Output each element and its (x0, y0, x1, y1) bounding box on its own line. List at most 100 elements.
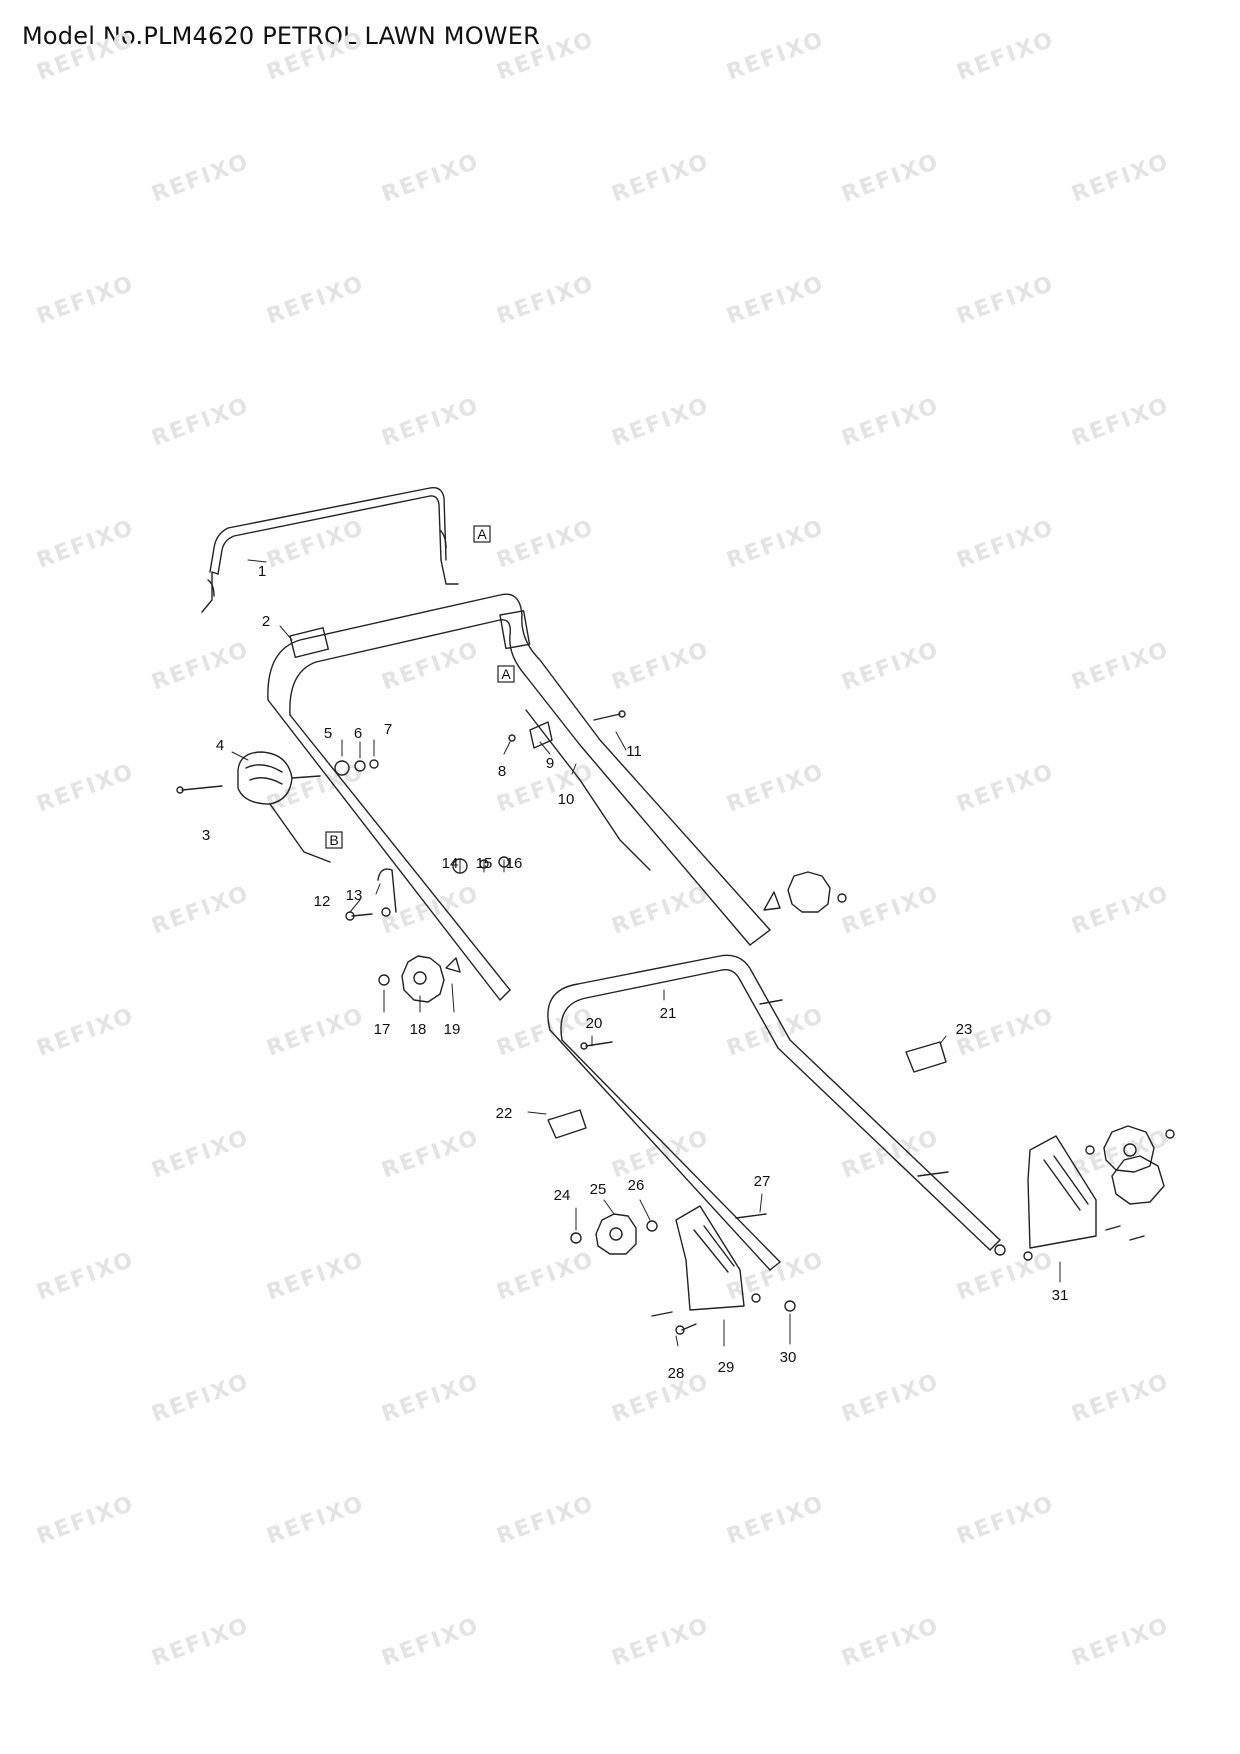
ref-box-b: B (325, 831, 343, 849)
watermark-text: REFIXO (724, 1491, 828, 1549)
watermark-text: REFIXO (609, 881, 713, 939)
watermark-text: REFIXO (264, 1491, 368, 1549)
watermark-text: REFIXO (609, 149, 713, 207)
watermark-text: REFIXO (494, 27, 598, 85)
part-label-7: 7 (384, 721, 392, 738)
nut-24 (570, 1232, 582, 1244)
washer-14 (452, 858, 468, 874)
svg-text:A: A (477, 526, 487, 542)
ref-box-a-lower: A (497, 665, 515, 683)
watermark-text: REFIXO (379, 1125, 483, 1183)
part-label-23: 23 (956, 1021, 973, 1038)
part-label-17: 17 (374, 1021, 391, 1038)
watermark-text: REFIXO (494, 515, 598, 573)
part-label-28: 28 (668, 1365, 685, 1382)
nut-30 (784, 1300, 796, 1312)
spacer-23 (905, 1041, 947, 1073)
watermark-text: REFIXO (954, 515, 1058, 573)
washer-19 (445, 957, 461, 973)
watermark-text: REFIXO (149, 881, 253, 939)
watermark-text: REFIXO (839, 149, 943, 207)
watermark-text: REFIXO (149, 1369, 253, 1427)
watermark-text: REFIXO (379, 637, 483, 695)
part-label-18: 18 (410, 1021, 427, 1038)
watermark-text: REFIXO (839, 1613, 943, 1671)
watermark-text: REFIXO (1069, 1613, 1173, 1671)
watermark-text: REFIXO (149, 637, 253, 695)
part-labels: 1 2 3 4 5 6 7 8 9 10 11 12 13 14 15 16 1… (202, 563, 1069, 1382)
watermark-text: REFIXO (34, 515, 138, 573)
clip-13 (377, 868, 397, 913)
watermark-text: REFIXO (839, 1369, 943, 1427)
watermark-text: REFIXO (609, 1613, 713, 1671)
cable (525, 709, 651, 871)
watermark-text: REFIXO (724, 27, 828, 85)
watermark-text: REFIXO (954, 27, 1058, 85)
watermark-text: REFIXO (34, 759, 138, 817)
watermark-text: REFIXO (954, 271, 1058, 329)
part-label-14: 14 (442, 855, 459, 872)
part-label-31: 31 (1052, 1287, 1069, 1304)
knob-right-lower (1103, 1125, 1155, 1173)
watermark-text: REFIXO (839, 881, 943, 939)
screw-3 (181, 785, 223, 791)
watermark-text: REFIXO (149, 149, 253, 207)
watermark-text: REFIXO (724, 1247, 828, 1305)
watermark-text: REFIXO (1069, 1369, 1173, 1427)
bolt-27 (735, 1213, 767, 1219)
watermark-text: REFIXO (149, 393, 253, 451)
watermark-text: REFIXO (724, 271, 828, 329)
part-label-8: 8 (498, 763, 506, 780)
watermark-text: REFIXO (379, 393, 483, 451)
watermark-text: REFIXO (149, 1613, 253, 1671)
nut-8 (508, 734, 516, 742)
cable-bracket (529, 721, 553, 749)
part-label-9: 9 (546, 755, 554, 772)
page-title: Model No.PLM4620 PETROL LAWN MOWER (22, 22, 540, 50)
part-label-22: 22 (496, 1105, 513, 1122)
part-label-15: 15 (476, 855, 493, 872)
bolt-20 (585, 1041, 613, 1047)
bolt-upper-right (759, 999, 783, 1005)
throttle-lever (237, 751, 331, 863)
watermark-text: REFIXO (609, 1369, 713, 1427)
part-label-5: 5 (324, 725, 332, 742)
pivot-plate-31 (917, 1129, 1175, 1261)
part-label-30: 30 (780, 1349, 797, 1366)
bolt-11 (593, 713, 621, 721)
part-label-13: 13 (346, 887, 363, 904)
watermark-text: REFIXO (494, 1003, 598, 1061)
svg-text:A: A (501, 666, 511, 682)
ref-box-a-upper: A (473, 525, 491, 543)
watermark-text: REFIXO (34, 1003, 138, 1061)
part-label-4: 4 (216, 737, 224, 754)
knob-25 (595, 1213, 637, 1255)
watermark-text: REFIXO (149, 1125, 253, 1183)
lower-handle (547, 954, 1001, 1271)
watermark-text: REFIXO (264, 1247, 368, 1305)
watermark-text: REFIXO (609, 637, 713, 695)
part-label-25: 25 (590, 1181, 607, 1198)
part-label-21: 21 (660, 1005, 677, 1022)
watermark-text: REFIXO (264, 515, 368, 573)
watermark-text: REFIXO (494, 1247, 598, 1305)
part-label-6: 6 (354, 725, 362, 742)
knob-18 (401, 955, 445, 1003)
washer-5 (334, 760, 350, 776)
watermark-text: REFIXO (34, 271, 138, 329)
watermark-text: REFIXO (379, 149, 483, 207)
watermark-layer: REFIXO REFIXO REFIXO REFIXO REFIXO REFIXO REFI… (34, 27, 1173, 1671)
clip-eye-13 (381, 907, 391, 917)
part-label-24: 24 (554, 1187, 571, 1204)
knob-right-upper (763, 871, 847, 913)
pivot-plate-29 (675, 1205, 761, 1311)
watermark-text: REFIXO (34, 1491, 138, 1549)
watermark-text: REFIXO (264, 271, 368, 329)
watermark-text: REFIXO (264, 27, 368, 85)
part-label-27: 27 (754, 1173, 771, 1190)
watermark-text: REFIXO (494, 1491, 598, 1549)
upper-handle (267, 593, 771, 1001)
watermark-text: REFIXO (1069, 149, 1173, 207)
part-label-10: 10 (558, 791, 575, 808)
